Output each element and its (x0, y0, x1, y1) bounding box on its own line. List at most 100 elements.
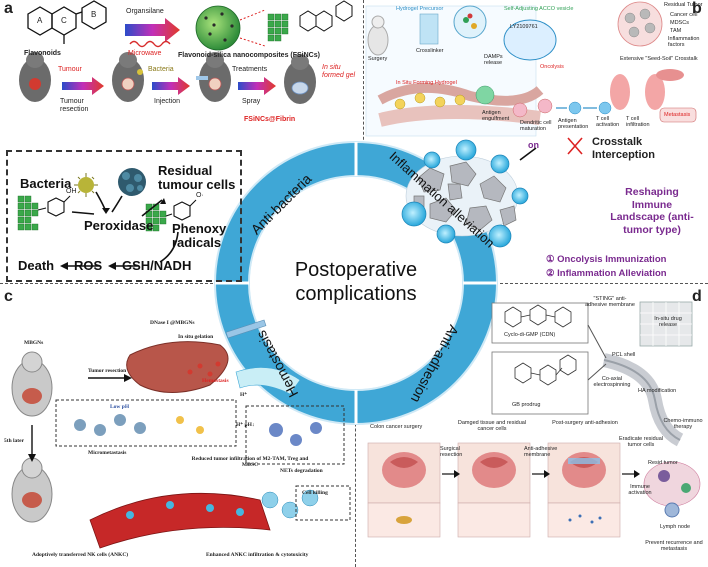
mech-residual: Residual tumour cells (158, 163, 236, 192)
hydrogel-precursor: Hydrogel Precursor (396, 6, 444, 12)
sting-membrane-label: "STING" anti-adhesive membrane (585, 296, 635, 308)
days-later-label: 5th later (4, 438, 25, 444)
gb-prodrug-label: GB prodrug (512, 402, 541, 408)
anti-adhesive-membrane-label: Anti-adhesive membrane (524, 446, 558, 458)
antigen-engulfment: Antigen engulfment (482, 110, 510, 122)
ring-c-label: C (61, 16, 67, 25)
reshaping-label: Reshaping Immune Landscape (anti-tumor t… (610, 186, 694, 236)
mech-ros: ROS (74, 258, 103, 273)
mdscs-label: MDSCs (670, 20, 689, 26)
panel-b-letter: b (692, 0, 702, 17)
mechanism-box (6, 150, 242, 282)
cdn-label: Cyclo-di-GMP (CDN) (504, 332, 556, 338)
lymph-node-graphic (643, 461, 701, 518)
inflammation-factors: Inflammation factors (668, 36, 700, 48)
mech-gsh: GSH/NADH (122, 258, 192, 273)
tumour-cell-icon (118, 168, 146, 196)
tam-label: TAM (670, 28, 682, 34)
drug-release-label: In-situ drug release (654, 316, 682, 328)
in-situ-hydrogel-label: In Situ Forming Hydrogel (396, 80, 457, 86)
tumour-label: Tumour (58, 66, 82, 73)
residual-tumor: Residual Tumor (664, 2, 703, 8)
mouse-3 (196, 52, 231, 102)
bacteria-label: Bacteria (148, 66, 174, 73)
mouse-4 (284, 54, 316, 104)
panel-d-graphics (367, 301, 701, 538)
ly2109761-label: LY2109761 (510, 24, 538, 30)
injection-label: Injection (154, 98, 181, 105)
prevent-label: Prevent recurrence and metastasis (645, 540, 703, 552)
nets-degradation-label: NETs degradation (280, 468, 323, 474)
item-oncolysis: ① Oncolysis Immunization (546, 254, 667, 265)
ankc-label: Adoptively transferred NK cells (ANKC) (32, 552, 129, 558)
ring-a-label: A (37, 16, 43, 25)
center-title-line1: Postoperative (294, 259, 418, 281)
tumor-resection-label: Tumor resection (88, 368, 127, 374)
resid-tumor-label: Resid tumor (648, 460, 678, 466)
hemostasis-label: Hemostasis (202, 378, 229, 384)
t-cell-infiltration: T cell infiltration (626, 116, 650, 128)
self-adjusting-vesicle: Self-Adjusting ACCO vesicle (504, 6, 574, 12)
oncolysis-small-label: Oncolysis (540, 64, 564, 70)
surgery-sequence (367, 442, 621, 538)
fsincs-fibrin-label: FSiNCs@Fibrin (244, 116, 296, 123)
h-plus-ph-label: H⁺ pH↓ (236, 422, 255, 428)
in-situ-gel-label: In situ formed gel (322, 64, 356, 79)
dendritic-maturation: Dendritic cell maturation (520, 120, 552, 132)
cell-killing-label: Cell killing (302, 490, 328, 496)
divider-vertical-top (363, 0, 364, 155)
chemo-immuno-label: Chemo-immuno therapy (663, 418, 703, 430)
panel-c-letter: c (4, 288, 13, 305)
antigen-presentation: Antigen presentation (558, 118, 589, 130)
post-surgery-label: Post-surgery anti-adhesion (552, 420, 618, 426)
colon-surgery-label: Colon cancer surgery (370, 424, 423, 430)
surgical-resection-label: Surgical resection (440, 446, 463, 458)
low-ph-label: Low pH (110, 404, 130, 410)
eradicate-label: Eradicate residual tumor cells (618, 436, 664, 448)
crosslinker-label: Crosslinker (416, 48, 444, 54)
mouse-2 (112, 52, 144, 102)
divider-vertical-bottom (355, 283, 356, 567)
flavonoids-label: Flavonoids (24, 50, 61, 57)
mouse-1 (19, 52, 51, 102)
treatments-label: Treatments (232, 66, 268, 73)
immune-activation-label: Immune activation (628, 484, 652, 496)
organosilane-label: Organsilane (126, 8, 164, 15)
tumour-resection-label: Tumour resection (60, 98, 89, 113)
mech-peroxidase: Peroxidase (84, 218, 154, 233)
center-title-line2: complications (295, 283, 417, 305)
mbgns-label: MBGNs (24, 340, 44, 346)
panel-a-letter: a (4, 0, 13, 17)
reduced-infiltration-label: Reduced tumor infiltration of M2-TAM, Tr… (191, 456, 309, 468)
pcl-shell-label: PCL shell (612, 352, 636, 358)
cell-cluster (401, 139, 529, 248)
dnase-label: DNase I @MBGNs (150, 320, 195, 326)
crosstalk-interception: Crosstalk Interception (592, 136, 655, 161)
cancer-cell: Cancer cell (670, 12, 698, 18)
h-plus-label: H⁺ (240, 392, 248, 398)
mech-phenoxy: Phenoxy radicals (172, 221, 227, 250)
mechanism-graphics (17, 168, 197, 270)
damaged-tissue-label: Damged tissue and residual cancer cells (457, 420, 527, 432)
mech-bacteria: Bacteria (20, 176, 72, 191)
panel-c-graphics (11, 319, 351, 549)
micrometastasis-label: Micrometastasis (88, 450, 127, 456)
microwave-label: Microwave (128, 50, 162, 57)
ha-modification-label: HA modification (638, 388, 677, 394)
damps-label: DAMPs release (484, 54, 503, 66)
surgery-label: Surgery (368, 56, 388, 62)
bacteria-icon (74, 173, 98, 197)
seed-soil-label: Extensive "Seed-Soil" Crosstalk (620, 56, 698, 62)
mech-death: Death (18, 258, 55, 273)
on-fragment: on (528, 140, 539, 150)
enhanced-ankc-label: Enhanced ANKC infiltration & cytotoxicit… (206, 552, 309, 558)
ring-b-label: B (91, 10, 97, 19)
metastasis-label: Metastasis (664, 112, 691, 118)
mech-o-radical: O· (196, 192, 204, 199)
center-ring (214, 141, 498, 425)
spray-label: Spray (242, 98, 261, 105)
mech-oh: OH (66, 188, 77, 195)
t-cell-activation: T cell activation (596, 116, 620, 128)
panel-d-letter: d (692, 288, 702, 305)
fsincs-label: Flavonoid-silica nanocomposites (FSiNCs) (178, 52, 320, 59)
